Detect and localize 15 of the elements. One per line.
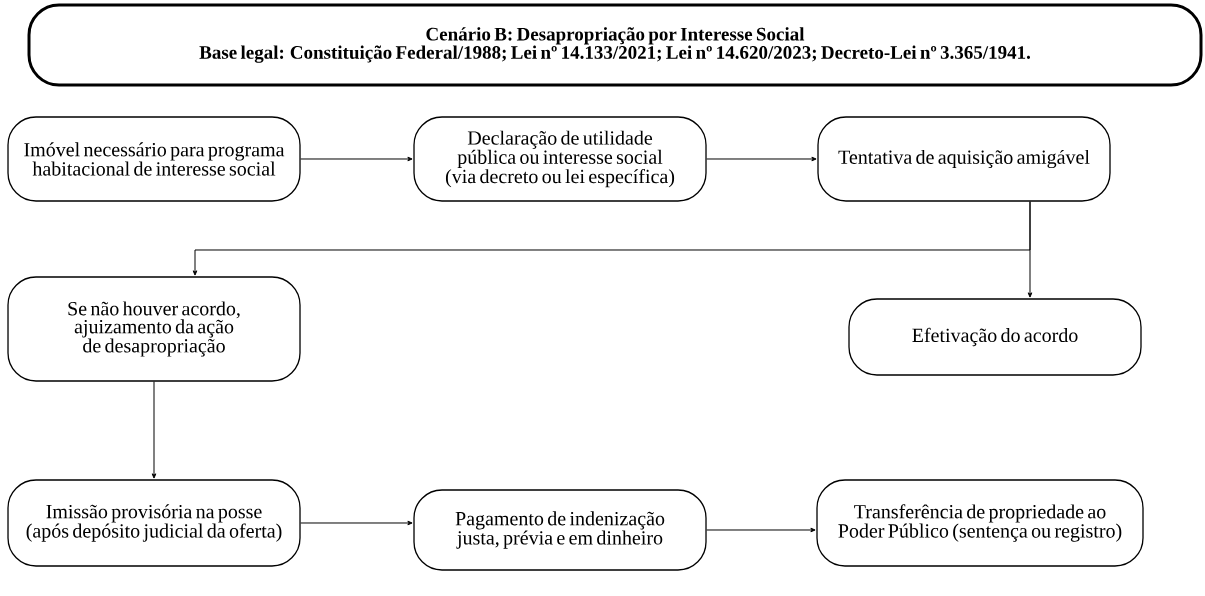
process-box: Imissão provisória na posse (após depósito judicial da oferta) xyxy=(7,479,301,567)
process-box: Tentativa de aquisição amigável xyxy=(817,116,1111,202)
title-box: Cenário B: Desapropriação por Interesse Social Base legal: Constituição Federal/1988; Lei nº 14.133/2021; Lei nº 14.620/2023; Decreto-Lei nº 3.365/1941. xyxy=(27,3,1203,87)
process-box: Declaração de utilidade pública ou interesse social (via decreto ou lei específica) xyxy=(413,116,707,202)
arrow xyxy=(151,381,157,479)
arrow xyxy=(300,520,413,526)
process-box: Imóvel necessário para programa habitacional de interesse social xyxy=(7,116,301,202)
arrow xyxy=(706,527,816,533)
process-box: Pagamento de indenização justa, prévia e em dinheiro xyxy=(413,489,707,571)
arrow xyxy=(300,156,413,162)
process-box: Transferência de propriedade ao Poder Público (sentença ou registro) xyxy=(816,479,1144,567)
arrow xyxy=(1027,201,1033,298)
arrow xyxy=(706,156,817,162)
process-box: Efetivação do acordo xyxy=(848,298,1142,376)
process-box: Se não houver acordo, ajuizamento da ação de desapropriação xyxy=(7,276,301,382)
